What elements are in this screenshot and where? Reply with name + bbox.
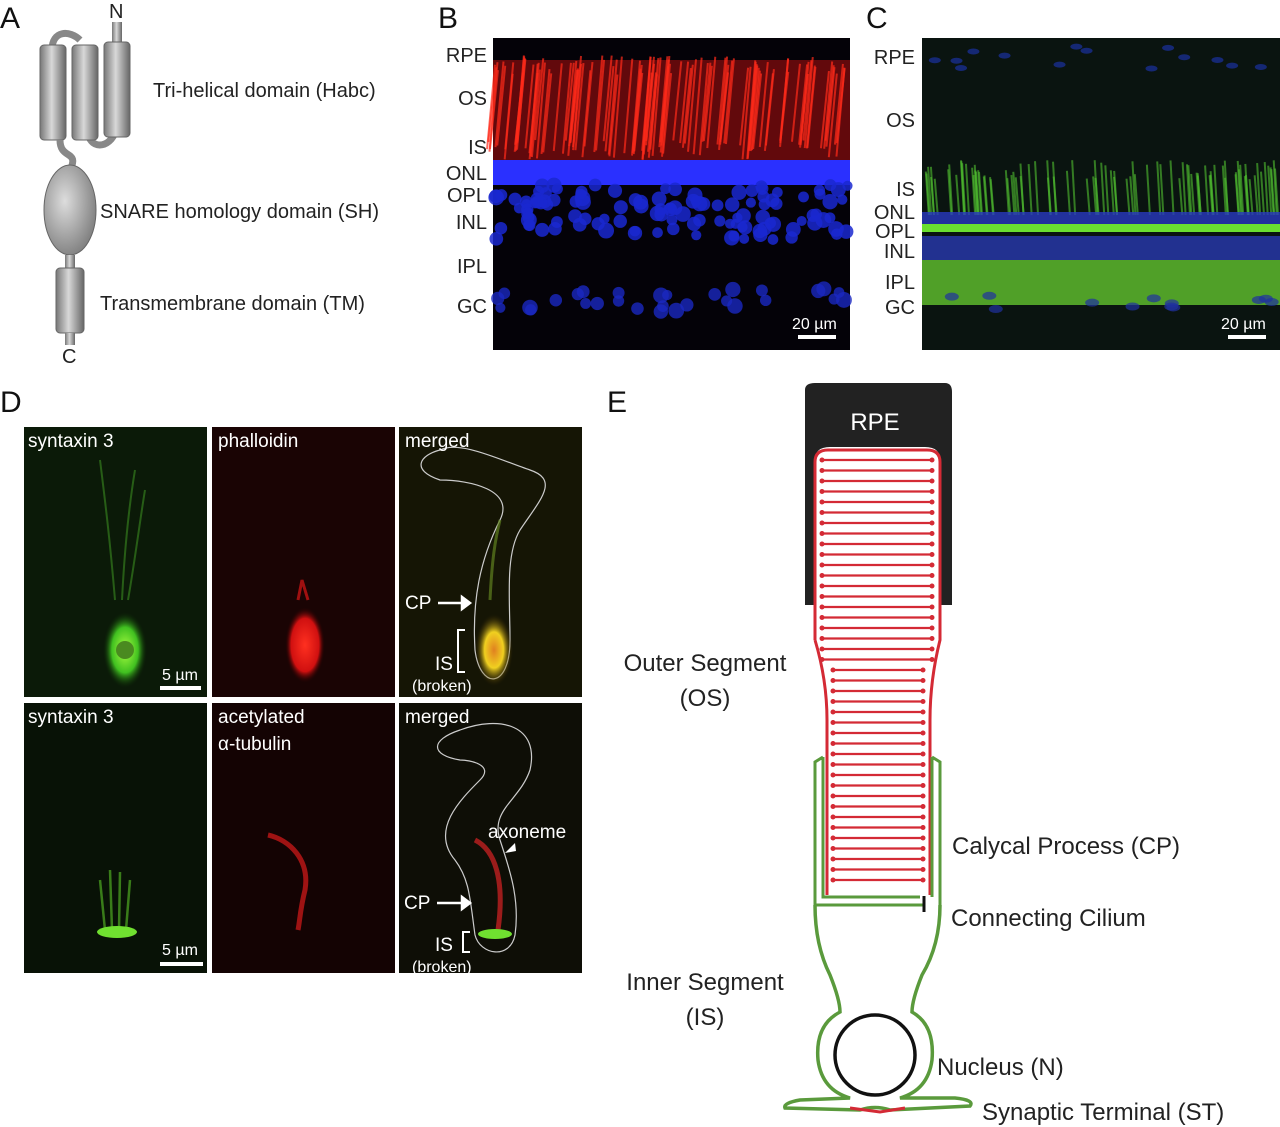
layer-label-rpe: RPE (446, 45, 487, 67)
panel-letter-c: C (866, 2, 888, 35)
snare-domain-shape (43, 164, 97, 256)
arrow-icon (438, 594, 473, 612)
ipl-band (922, 260, 1280, 305)
arrowhead-icon (505, 843, 516, 853)
layer-label-os: OS (886, 110, 915, 132)
layer-label-opl: OPL (447, 185, 487, 207)
label-axoneme: axoneme (488, 822, 566, 843)
layer-label-ipl: IPL (885, 272, 915, 294)
label-syntaxin3-bottom: syntaxin 3 (28, 707, 114, 728)
label-phalloidin: phalloidin (218, 431, 298, 452)
inner-segment-outline (783, 904, 973, 1112)
trihelical-domain-shape (39, 22, 131, 172)
layer-label-rpe: RPE (874, 47, 915, 69)
micrograph-merged-bottom (399, 703, 582, 973)
layer-label-gc: GC (885, 297, 915, 319)
rpe-shape (805, 383, 952, 605)
domain-label-tm: Transmembrane domain (TM) (100, 293, 365, 315)
panel-letter-b: B (438, 2, 458, 35)
layer-label-gc: GC (457, 296, 487, 318)
panel-d: D syntaxin 3 phalloidin merged 5 µm CP I… (0, 386, 582, 976)
layer-label-onl: ONL (874, 202, 915, 224)
label-is-top: IS (435, 654, 453, 675)
disk-stack (819, 457, 935, 883)
label-calycal-process: Calycal Process (CP) (952, 833, 1180, 860)
label-broken-bottom: (broken) (412, 959, 472, 976)
n-terminus-label: N (109, 1, 123, 23)
layer-label-onl: ONL (446, 163, 487, 185)
layer-label-inl: INL (456, 212, 487, 234)
panel-a: A N C Tri-helical domain (Habc) SNARE ho… (0, 1, 379, 368)
domain-label-habc: Tri-helical domain (Habc) (153, 80, 376, 102)
bracket-icon (457, 629, 465, 673)
outer-segment-outline (813, 448, 942, 895)
label-is-bottom: IS (435, 935, 453, 956)
label-broken-top: (broken) (412, 678, 472, 695)
rpe-label: RPE (850, 409, 899, 436)
label-syntaxin3-top: syntaxin 3 (28, 431, 114, 452)
transmembrane-domain-shape (55, 267, 85, 334)
layer-label-opl: OPL (875, 221, 915, 243)
layer-label-os: OS (458, 88, 487, 110)
panel-e: E RPE Outer Segment (OS) Calycal Process… (607, 383, 1224, 1126)
label-cp-bottom: CP (404, 893, 430, 914)
micrograph-acetylated-tubulin (212, 703, 395, 973)
scale-label-b: 20 µm (792, 316, 837, 333)
c-terminus-label: C (62, 346, 76, 368)
label-cp-top: CP (405, 593, 431, 614)
label-inner-segment: Inner Segment (626, 969, 784, 996)
label-os: (OS) (680, 685, 731, 712)
layer-label-ipl: IPL (457, 256, 487, 278)
nucleus-shape (833, 1013, 917, 1097)
label-outer-segment: Outer Segment (624, 650, 787, 677)
calycal-process-shape (813, 755, 942, 907)
scale-label-c: 20 µm (1221, 316, 1266, 333)
panel-letter-e: E (607, 386, 627, 419)
scale-label-d-top: 5 µm (162, 667, 198, 684)
layer-label-inl: INL (884, 241, 915, 263)
label-alpha-tubulin: α-tubulin (218, 734, 291, 755)
arrow-icon (437, 894, 473, 912)
label-merged-bottom: merged (405, 707, 469, 728)
label-connecting-cilium: Connecting Cilium (951, 905, 1146, 932)
label-synaptic-terminal: Synaptic Terminal (ST) (982, 1099, 1224, 1126)
layer-label-is: IS (896, 179, 915, 201)
panel-letter-d: D (0, 386, 22, 419)
layer-label-is: IS (468, 137, 487, 159)
label-nucleus: Nucleus (N) (937, 1054, 1064, 1081)
label-merged-top: merged (405, 431, 469, 452)
label-is: (IS) (686, 1004, 725, 1031)
scale-label-d-bottom: 5 µm (162, 942, 198, 959)
panel-letter-a: A (0, 2, 20, 35)
domain-label-sh: SNARE homology domain (SH) (100, 201, 379, 223)
label-acetylated: acetylated (218, 707, 305, 728)
bracket-icon (462, 931, 470, 953)
opl-band (922, 224, 1280, 232)
